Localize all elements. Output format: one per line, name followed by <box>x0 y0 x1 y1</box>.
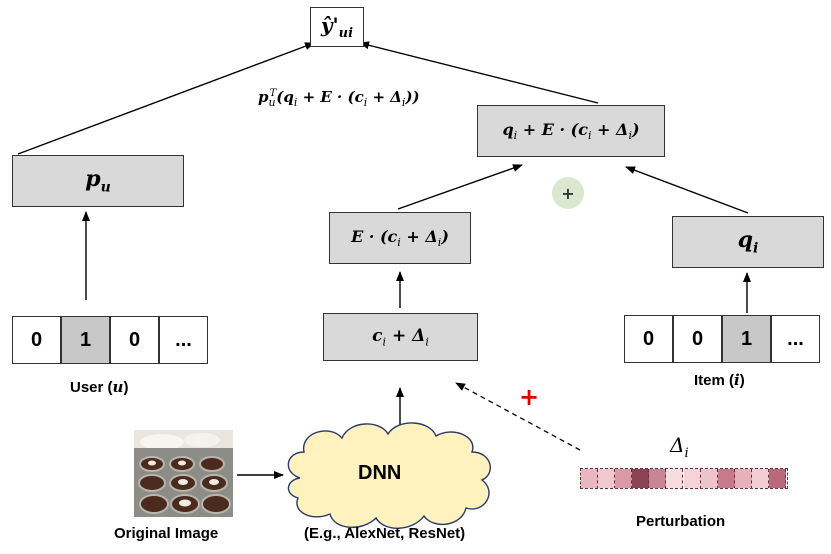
arrow-perturbation-dashed <box>455 382 581 451</box>
perturbation-cell <box>734 469 752 488</box>
perturbation-label: Δi <box>670 433 689 461</box>
ci-delta-box: ci + Δi <box>323 313 478 361</box>
original-image <box>134 430 233 517</box>
formula-top: puT(qi + E · (ci + Δi)) <box>258 88 420 109</box>
combined-label: qi + E · (ci + Δi) <box>502 119 640 143</box>
arrow-pu-to-output <box>17 42 315 155</box>
user-vector-cell: 0 <box>110 316 159 364</box>
qi-box: qi <box>672 216 824 268</box>
arrow-combined-to-output <box>359 41 599 104</box>
pu-box: pu <box>12 155 184 207</box>
user-one-hot-vector: 0 1 0 ... <box>12 316 208 364</box>
dnn-label: DNN <box>358 462 402 484</box>
user-vector-cell: 0 <box>12 316 61 364</box>
pu-label: pu <box>85 166 111 196</box>
arrow-ebox-to-combined <box>397 164 523 210</box>
user-vector-cell-ellipsis: ... <box>159 316 208 364</box>
perturbation-cell <box>598 469 616 488</box>
perturbation-cell <box>717 469 735 488</box>
dnn-caption: (E.g., AlexNet, ResNet) <box>304 525 466 542</box>
output-label: ŷ'ui <box>320 13 354 41</box>
item-vector-cell-ellipsis: ... <box>771 315 820 363</box>
item-vector-cell: 0 <box>624 315 673 363</box>
item-one-hot-vector: 0 0 1 ... <box>624 315 820 363</box>
item-vector-cell: 0 <box>673 315 722 363</box>
perturbation-cell <box>700 469 718 488</box>
combined-embedding-box: qi + E · (ci + Δi) <box>477 105 665 157</box>
output-node: ŷ'ui <box>310 7 364 47</box>
e-transform-label: E · (ci + Δi) <box>351 226 449 250</box>
perturbation-cell <box>768 469 786 488</box>
perturbation-cell <box>751 469 769 488</box>
perturbation-cell <box>666 469 684 488</box>
plus-circle: + <box>552 177 584 209</box>
original-image-caption: Original Image <box>114 525 219 542</box>
muffin-tray-image <box>134 430 233 517</box>
item-vector-cell-active: 1 <box>722 315 771 363</box>
arrow-qi-to-combined <box>625 166 749 214</box>
perturbation-cell <box>632 469 650 488</box>
dnn-cloud-shape <box>287 422 491 529</box>
red-plus-sign: + <box>519 383 540 411</box>
perturbation-caption: Perturbation <box>636 513 726 530</box>
perturbation-cell <box>581 469 599 488</box>
e-transform-box: E · (ci + Δi) <box>329 212 471 264</box>
perturbation-cell <box>615 469 633 488</box>
user-vector-cell-active: 1 <box>61 316 110 364</box>
ci-delta-label: ci + Δi <box>372 325 429 349</box>
perturbation-cell <box>683 469 701 488</box>
item-caption: Item (i) <box>694 371 745 389</box>
perturbation-cell <box>649 469 667 488</box>
qi-label: qi <box>737 227 759 257</box>
user-caption: User (u) <box>70 378 129 396</box>
perturbation-vector <box>580 468 788 489</box>
